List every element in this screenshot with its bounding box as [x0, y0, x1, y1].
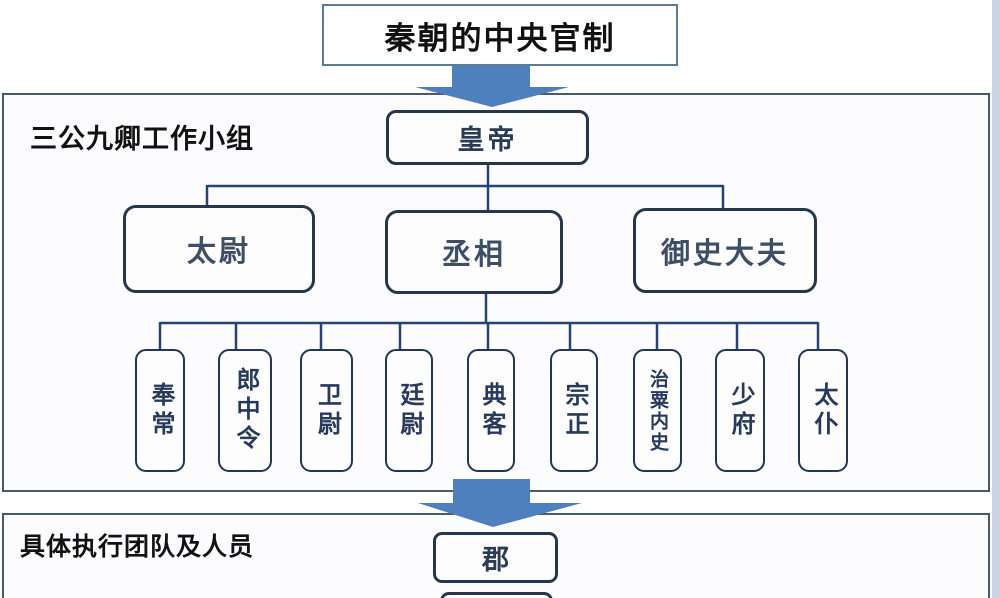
- down-arrow-title-to-emperor: [415, 66, 569, 107]
- node-dianke: 典客: [467, 349, 515, 472]
- node-weiwei: 卫尉: [300, 349, 353, 472]
- page-edge-strip: [992, 0, 1000, 598]
- node-emperor: 皇帝: [386, 110, 589, 165]
- down-arrow-ministers-to-jun: [418, 479, 582, 527]
- node-taipu: 太仆: [798, 349, 848, 472]
- node-label: 治粟内史: [647, 368, 668, 453]
- diagram-title: 秦朝的中央官制: [384, 20, 616, 56]
- node-jun: 郡: [433, 532, 558, 583]
- node-label: 典客: [478, 381, 505, 440]
- section-label-bottom: 具体执行团队及人员: [20, 533, 255, 561]
- node-label: 奉常: [147, 381, 174, 440]
- node-shaofu: 少府: [715, 349, 765, 472]
- node-label: 太仆: [810, 381, 837, 440]
- section-label-top: 三公九卿工作小组: [30, 124, 254, 154]
- node-fengchang: 奉常: [135, 349, 185, 472]
- node-chengxiang: 丞相: [385, 210, 563, 294]
- node-label: 廷尉: [396, 381, 423, 440]
- node-langzhongling: 郎中令: [218, 349, 272, 472]
- node-label: 宗正: [561, 381, 588, 440]
- diagram-title-box: 秦朝的中央官制: [322, 4, 678, 66]
- node-tingwei: 廷尉: [385, 349, 433, 472]
- node-zongzheng: 宗正: [550, 349, 598, 472]
- node-label: 少府: [727, 381, 754, 440]
- node-next-cutoff: [440, 592, 553, 598]
- node-zhisuneishi: 治粟内史: [633, 349, 682, 472]
- node-label: 卫尉: [313, 381, 341, 440]
- node-yushidafu: 御史大夫: [633, 208, 817, 293]
- node-label: 郎中令: [232, 367, 259, 454]
- node-taiwei: 太尉: [123, 205, 315, 293]
